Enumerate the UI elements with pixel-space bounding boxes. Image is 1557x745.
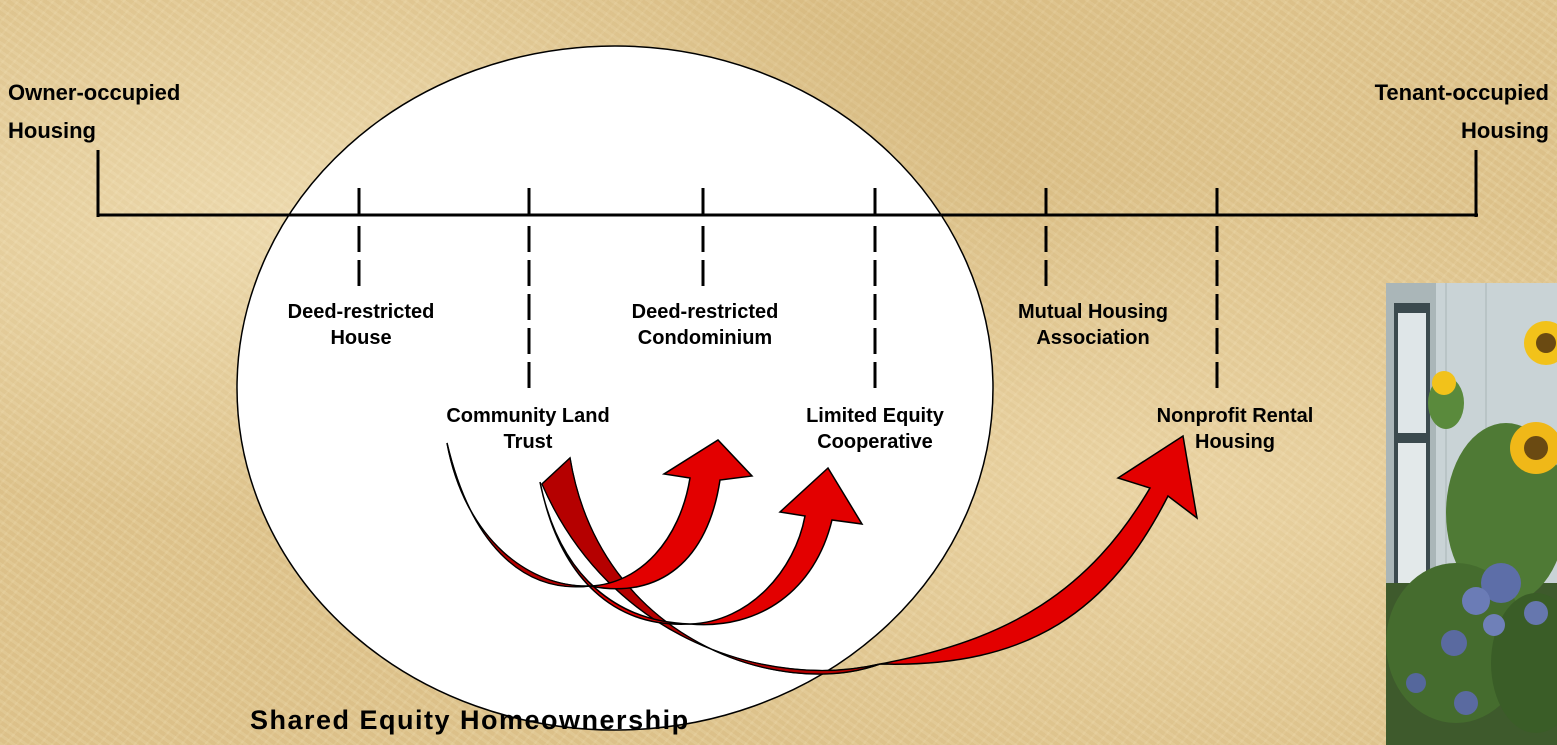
model-label-nonprofit-rental-housing: Nonprofit Rental Housing [1156, 405, 1314, 453]
model-label-mutual-housing-association: Mutual Housing Association [1018, 301, 1168, 349]
owner-occupied-line-1: Owner-occupied [8, 80, 181, 105]
shared-equity-circle [236, 45, 994, 731]
model-label-deed-restricted-condominium: Deed-restricted Condominium [631, 301, 779, 349]
tenant-occupied-label: Tenant-occupied Housing [1375, 74, 1549, 150]
model-label-limited-equity-cooperative: Limited Equity Cooperative [806, 405, 944, 453]
model-label-deed-restricted-house: Deed-restricted House [287, 301, 435, 349]
tenant-occupied-line-2: Housing [1461, 118, 1549, 143]
sunflower-garden-photo [1386, 283, 1557, 745]
arrow-to-condominium [446, 439, 754, 590]
owner-occupied-line-2: Housing [8, 118, 96, 143]
owner-occupied-label: Owner-occupied Housing [8, 74, 180, 150]
arrow-to-cooperative [539, 466, 864, 626]
shared-equity-caption: Shared Equity Homeownership [250, 705, 690, 735]
model-label-community-land-trust: Community Land Trust [446, 405, 610, 453]
tenant-occupied-line-1: Tenant-occupied [1374, 80, 1549, 105]
